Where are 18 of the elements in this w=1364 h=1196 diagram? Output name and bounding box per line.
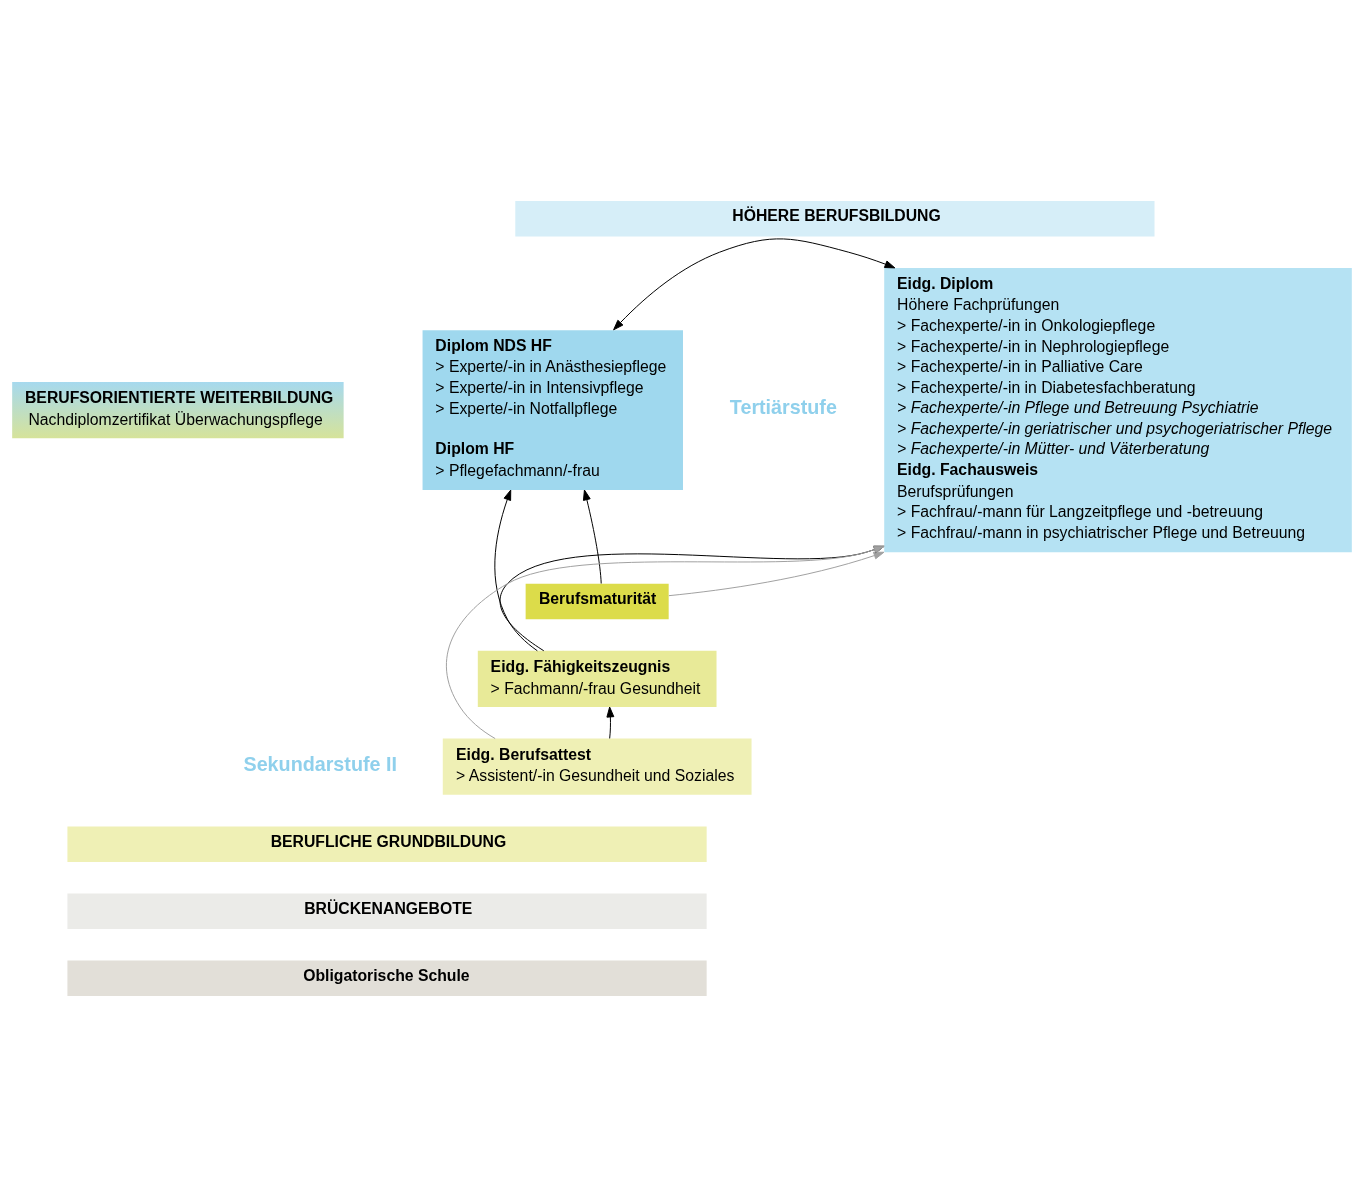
label: Sekundarstufe II <box>243 752 397 775</box>
node-box: Berufsmaturität <box>525 583 669 619</box>
label: Tertiärstufe <box>729 395 837 418</box>
arrow <box>582 489 602 584</box>
node-box: Obligatorische Schule <box>67 960 707 996</box>
arrow <box>446 545 885 739</box>
arrow <box>499 545 885 651</box>
node-box: BERUFSORIENTIERTE WEITERBILDUNG Nachdiplomzertifikat Überwachungspflege <box>12 381 344 438</box>
node-box: BERUFLICHE GRUNDBILDUNG <box>67 825 707 862</box>
node-box: Eidg. Diplom Höhere Fachprüfungen > Fachexperte/-in in Onkologiepflege > Fachexperte/-in in Nephrologiepflege > Fachexperte/-in in Palliative Care > Fachexperte/-in in Diabetesfachberatung > Fachexperte/-in Pflege und Betreuung Psychiatrie > Fachexperte/-in geriatrischer und psychogeriatrischer Pflege > Fachexperte/-in Mütter- und Väterberatung Eidg. Fachausweis Berufsprüfungen > Fachfrau/-mann für Langzeitpflege und -betreuung > Fachfrau/-mann in psychiatrischer Pflege und Betreuung <box>884 267 1352 552</box>
node-box: Eidg. Berufsattest > Assistent/-in Gesundheit und Soziales <box>442 738 752 795</box>
node-box: Diplom NDS HF > Experte/-in in Anästhesiepflege > Experte/-in in Intensivpflege > Experte/-in Notfallpflege Diplom HF > Pflegefachmann/-frau <box>422 329 683 490</box>
arrow <box>613 237 896 330</box>
node-box: Eidg. Fähigkeitszeugnis > Fachmann/-frau Gesundheit <box>477 650 717 707</box>
arrow <box>494 489 538 651</box>
node-box: HÖHERE BERUFSBILDUNG <box>515 200 1155 236</box>
arrow <box>668 551 885 596</box>
arrow <box>606 706 615 739</box>
